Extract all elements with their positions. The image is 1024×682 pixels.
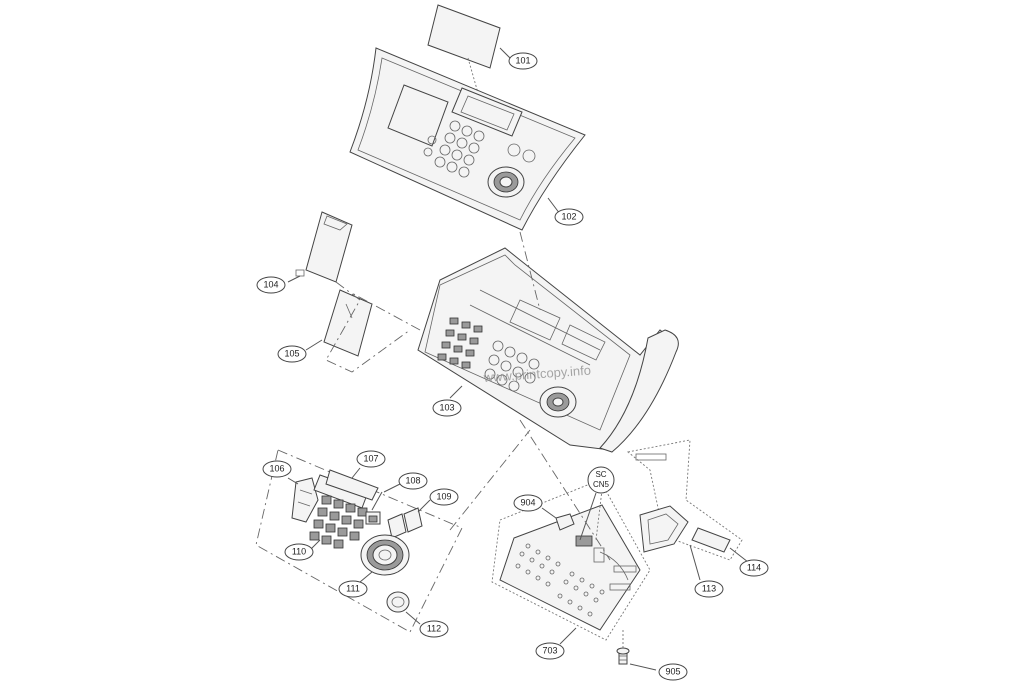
- cabinet-key-grid: [437, 317, 540, 392]
- part-703-main-pcb: [491, 479, 651, 645]
- pcb-assembly-boundary: [626, 439, 743, 561]
- part-108-key: [365, 483, 401, 525]
- callout-104: 104: [256, 276, 286, 294]
- callout-110: 110: [284, 543, 314, 561]
- callout-905-label: 905: [665, 666, 680, 676]
- callout-703-label: 703: [542, 645, 557, 655]
- callout-103-label: 103: [439, 402, 454, 412]
- callout-104-label: 104: [263, 279, 278, 289]
- callout-109: 109: [429, 488, 459, 506]
- callout-105: 105: [277, 345, 307, 363]
- callout-110-label: 110: [292, 546, 306, 556]
- keypad-buttons: [423, 120, 536, 178]
- callout-114: 114: [739, 559, 769, 577]
- part-112-center-button: [386, 591, 421, 625]
- callout-105-label: 105: [284, 348, 299, 358]
- callout-108-label: 108: [405, 475, 420, 485]
- connector-ref-line1: SC: [595, 470, 606, 479]
- callout-703: 703: [535, 642, 565, 660]
- part-113-bracket: [635, 453, 701, 581]
- part-905-screw: [616, 630, 657, 671]
- part-904-connector: [541, 507, 575, 531]
- callout-113-label: 113: [702, 583, 716, 593]
- callout-114-label: 114: [747, 562, 761, 572]
- callout-107-label: 107: [363, 453, 378, 463]
- part-104-cover-flap: [287, 211, 353, 283]
- connector-ref-line2: CN5: [593, 480, 610, 489]
- callout-101-label: 101: [515, 55, 530, 65]
- callout-112-label: 112: [427, 623, 441, 633]
- callout-108: 108: [398, 472, 428, 490]
- callout-106-label: 106: [269, 463, 284, 473]
- callout-101: 101: [508, 52, 538, 70]
- part-102-operation-panel-cover: [349, 47, 586, 231]
- callout-111-label: 111: [346, 583, 360, 593]
- part-107-key-frame: [313, 467, 379, 509]
- part-114-card: [691, 527, 749, 563]
- connector-reference-sc-cn5: SC CN5: [579, 466, 615, 541]
- callout-904: 904: [513, 494, 543, 512]
- callout-905: 905: [658, 663, 688, 681]
- part-105-sheet: [305, 289, 373, 357]
- part-106-key-bracket: [287, 477, 319, 523]
- part-109-key-pair: [387, 499, 431, 539]
- callout-109-label: 109: [436, 491, 451, 501]
- callout-111: 111: [338, 580, 368, 598]
- part-110-keypad-keys: [307, 495, 368, 553]
- callout-904-label: 904: [520, 497, 535, 507]
- callout-107: 107: [356, 450, 386, 468]
- callout-102-label: 102: [561, 211, 576, 221]
- key-assembly-boundary: [255, 449, 463, 633]
- part-111-dial-ring: [359, 534, 410, 583]
- callout-106: 106: [262, 460, 292, 478]
- callout-102: 102: [554, 208, 584, 226]
- navigation-dial: [487, 166, 525, 198]
- callout-113: 113: [694, 580, 724, 598]
- pcb-components: [515, 535, 637, 617]
- callout-112: 112: [419, 620, 449, 638]
- part-103-upper-cabinet: [417, 247, 679, 453]
- callout-103: 103: [432, 399, 462, 417]
